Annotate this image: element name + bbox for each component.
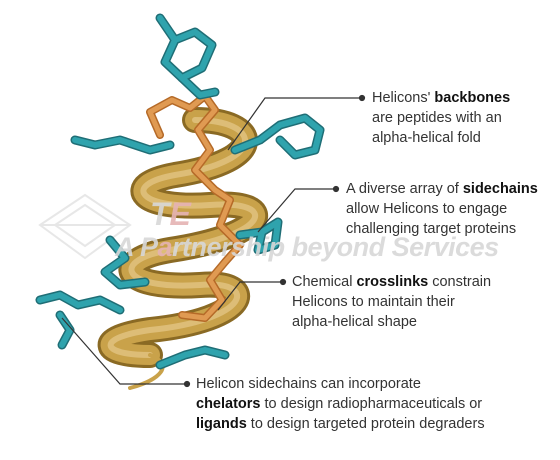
- watermark-brand: TE: [150, 196, 191, 232]
- watermark-tagline: A Partnership beyond Services: [115, 232, 499, 262]
- annotation-crosslinks: Chemical crosslinks constrain Helicons t…: [292, 274, 492, 330]
- annotation-backbones: Helicons' backbones are peptides with an…: [372, 90, 511, 146]
- leader-backbones: [227, 97, 362, 151]
- backbone-helix: [97, 107, 268, 390]
- watermark-logo: [38, 193, 132, 260]
- annotation-sidechains: A diverse array of sidechains allow Heli…: [346, 181, 538, 237]
- crosslink-chain: [146, 92, 244, 322]
- leader-crosslinks: [217, 281, 283, 311]
- leader-sidechains: [257, 188, 336, 233]
- sidechain-group: [35, 13, 325, 370]
- leader-chelators: [61, 317, 187, 385]
- annotation-chelators: Helicon sidechains can incorporate chela…: [196, 376, 485, 432]
- leader-lines: [61, 94, 366, 388]
